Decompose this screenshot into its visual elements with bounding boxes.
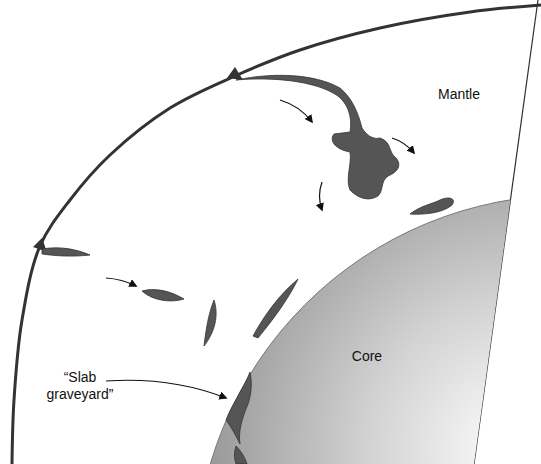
flow-arrow xyxy=(280,100,312,122)
slab-fragment xyxy=(142,290,184,301)
flow-arrow xyxy=(392,138,414,153)
subducting-slab xyxy=(236,75,399,199)
leader-arrow xyxy=(106,380,226,398)
flow-arrow xyxy=(320,182,323,210)
core-fill xyxy=(205,195,541,464)
flow-arrow xyxy=(106,278,136,286)
slab-graveyard-fragment xyxy=(226,372,251,444)
slab-fragment xyxy=(410,198,453,214)
region-label: Mantle xyxy=(438,86,480,103)
subducting-slab xyxy=(42,248,90,256)
core-region: Core xyxy=(205,190,541,464)
slab-fragment xyxy=(253,279,298,338)
core-shape xyxy=(205,190,541,464)
slab-group xyxy=(42,75,453,464)
slab-graveyard-fragment xyxy=(235,446,248,464)
slab-fragment xyxy=(204,300,216,346)
region-label: Core xyxy=(352,348,382,365)
trench-cusp xyxy=(227,67,243,80)
callout-label: “Slab graveyard” xyxy=(40,369,120,403)
flow-arrows xyxy=(106,100,414,398)
